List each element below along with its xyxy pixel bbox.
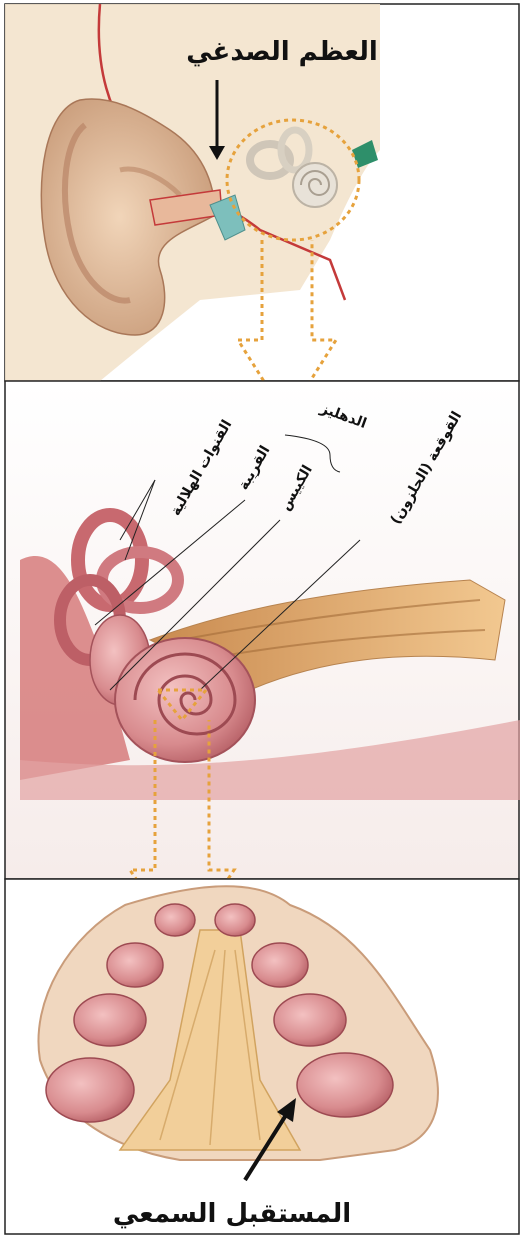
panel-inner-ear: القنوات الهلالية الدهليز القريبة الكييس … — [5, 381, 520, 879]
chamber-top-left — [155, 904, 195, 936]
panel-outer-ear: العظم الصدغي — [5, 4, 519, 381]
panel-cochlea-section: المستقبل السمعي — [5, 879, 519, 1234]
auditory-receptor-label: المستقبل السمعي — [113, 1199, 351, 1229]
chamber-top-right — [215, 904, 255, 936]
cochlea-large — [115, 638, 255, 762]
chamber-row3-left — [74, 994, 146, 1046]
chamber-row2-left — [107, 943, 163, 987]
cochlea-small — [293, 163, 337, 207]
chamber-row2-right — [252, 943, 308, 987]
chamber-row4-left — [46, 1058, 134, 1122]
chamber-row3-right — [274, 994, 346, 1046]
chamber-row4-right — [297, 1053, 393, 1117]
temporal-bone-label: العظم الصدغي — [186, 37, 378, 67]
